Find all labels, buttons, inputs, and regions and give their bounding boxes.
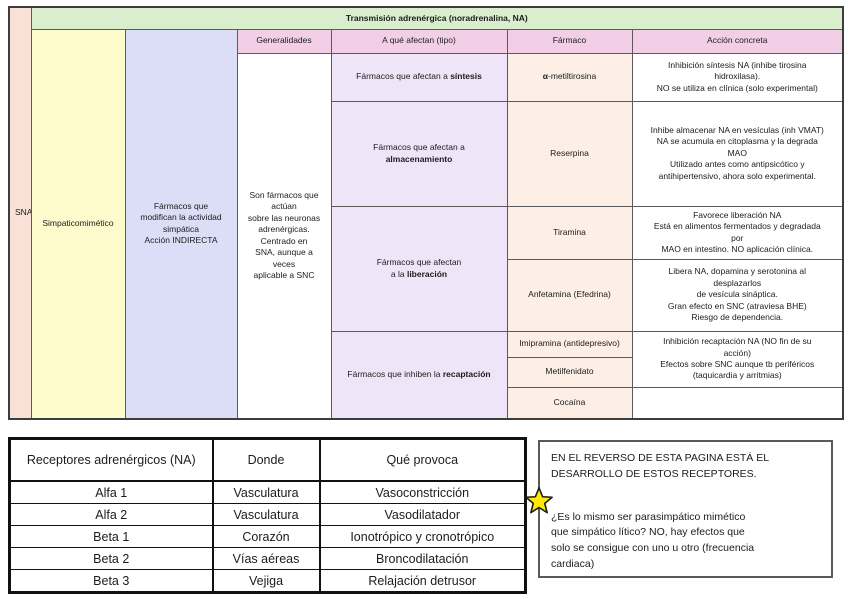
cell-donde: Vejiga <box>211 569 321 593</box>
header-tipo: A qué afectan (tipo) <box>330 28 508 54</box>
table-row: Beta 2 Vías aéreas Broncodilatación <box>8 547 527 570</box>
adrenergic-transmission-table: SNA Transmisión adrenérgica (noradrenali… <box>8 6 845 420</box>
cell-accion-tiramina: Favorece liberación NA Está en alimentos… <box>631 205 844 260</box>
cell-farmaco-metilfenidato: Metilfenidato <box>506 356 633 388</box>
cell-accion-recaptacion: Inhibición recaptación NA (NO fin de su … <box>631 330 844 388</box>
cell-tipo-liberacion: Fármacos que afectan a la liberación <box>330 205 508 332</box>
cell-donde: Vasculatura <box>211 503 321 526</box>
header-provoca: Qué provoca <box>318 437 527 482</box>
cell-farmaco-anfetamina: Anfetamina (Efedrina) <box>506 258 633 332</box>
table-row: Cocaína <box>9 386 844 420</box>
cell-provoca: Vasodilatador <box>318 503 527 526</box>
table-row: Anfetamina (Efedrina) Libera NA, dopamin… <box>9 258 844 332</box>
cell-tipo-sintesis: Fármacos que afectan a síntesis <box>330 52 508 102</box>
cell-farmaco-metiltirosina: α-metiltirosina <box>506 52 633 102</box>
mechanism-cell: Fármacos que modifican la actividad simp… <box>124 28 238 420</box>
cell-donde: Corazón <box>211 525 321 548</box>
sna-cell: SNA <box>8 6 32 420</box>
table-row: Alfa 2 Vasculatura Vasodilatador <box>8 503 527 526</box>
generalidades-cell: Son fármacos que actúan sobre las neuron… <box>236 52 332 420</box>
cell-provoca: Ionotrópico y cronotrópico <box>318 525 527 548</box>
cell-farmaco-tiramina: Tiramina <box>506 205 633 260</box>
table-row: Fármacos que afectan a almacenamiento Re… <box>9 100 844 207</box>
table-row: Son fármacos que actúan sobre las neuron… <box>9 52 844 420</box>
reverse-note-box: EN EL REVERSO DE ESTA PAGINA ESTÁ EL DES… <box>525 440 833 578</box>
farmaco-alpha: α <box>542 71 549 82</box>
cell-donde: Vías aéreas <box>211 547 321 570</box>
note-paragraph-question: ¿Es lo mismo ser parasimpático mimético … <box>551 510 755 570</box>
farmaco-text: -metiltirosina <box>548 71 597 82</box>
cell-tipo-almacenamiento: Fármacos que afectan a almacenamiento <box>330 100 508 207</box>
table-row: Beta 3 Vejiga Relajación detrusor <box>8 569 527 593</box>
table-row: Beta 1 Corazón Ionotrópico y cronotrópic… <box>8 525 527 548</box>
tipo-text: Fármacos que afectan a la <box>376 257 462 279</box>
table-row: Fármacos que inhiben la recaptación Imip… <box>9 330 844 420</box>
note-paragraph-reverse: EN EL REVERSO DE ESTA PAGINA ESTÁ EL DES… <box>551 452 770 480</box>
tipo-keyword: síntesis <box>450 71 482 82</box>
tipo-keyword: almacenamiento <box>385 153 453 164</box>
header-generalidades: Generalidades <box>236 28 332 54</box>
tipo-text: Fármacos que afectan a <box>356 71 451 82</box>
cell-receptor: Alfa 2 <box>8 503 214 526</box>
cell-farmaco-reserpina: Reserpina <box>506 100 633 207</box>
cell-provoca: Relajación detrusor <box>318 569 527 593</box>
tipo-keyword: liberación <box>406 268 448 279</box>
table-row: Receptores adrenérgicos (NA) Donde Qué p… <box>8 437 527 482</box>
cell-receptor: Beta 1 <box>8 525 214 548</box>
cell-donde: Vasculatura <box>211 480 321 504</box>
cell-provoca: Broncodilatación <box>318 547 527 570</box>
star-icon <box>525 487 553 514</box>
tipo-text: Fármacos que inhiben la <box>347 369 443 380</box>
header-accion: Acción concreta <box>631 28 844 54</box>
cell-farmaco-imipramina: Imipramina (antidepresivo) <box>506 330 633 358</box>
cell-receptor: Beta 3 <box>8 569 214 593</box>
table-row: Alfa 1 Vasculatura Vasoconstricción <box>8 480 527 504</box>
tipo-text: Fármacos que afectan a <box>373 142 465 153</box>
cell-provoca: Vasoconstricción <box>318 480 527 504</box>
header-donde: Donde <box>211 437 321 482</box>
header-receptores: Receptores adrenérgicos (NA) <box>8 437 214 482</box>
table-row: Simpaticomimético Fármacos que modifican… <box>9 28 844 420</box>
table-row: SNA Transmisión adrenérgica (noradrenali… <box>8 6 844 420</box>
header-farmaco: Fármaco <box>506 28 633 54</box>
cell-accion-sintesis: Inhibición síntesis NA (inhibe tirosina … <box>631 52 844 102</box>
adrenergic-receptors-table: Receptores adrenérgicos (NA) Donde Qué p… <box>8 437 527 594</box>
cell-receptor: Alfa 1 <box>8 480 214 504</box>
cell-farmaco-cocaina: Cocaína <box>506 386 633 420</box>
cell-accion-cocaina-empty <box>631 386 844 420</box>
cell-tipo-recaptacion: Fármacos que inhiben la recaptación <box>330 330 508 420</box>
cell-accion-anfetamina: Libera NA, dopamina y serotonina al desp… <box>631 258 844 332</box>
cell-accion-almacenamiento: Inhibe almacenar NA en vesículas (inh VM… <box>631 100 844 207</box>
table-row: Metilfenidato <box>9 356 843 388</box>
cell-receptor: Beta 2 <box>8 547 214 570</box>
tipo-keyword: recaptación <box>442 369 491 380</box>
simpaticomimetico-cell: Simpaticomimético <box>30 28 126 420</box>
table-title: Transmisión adrenérgica (noradrenalina, … <box>30 6 844 30</box>
